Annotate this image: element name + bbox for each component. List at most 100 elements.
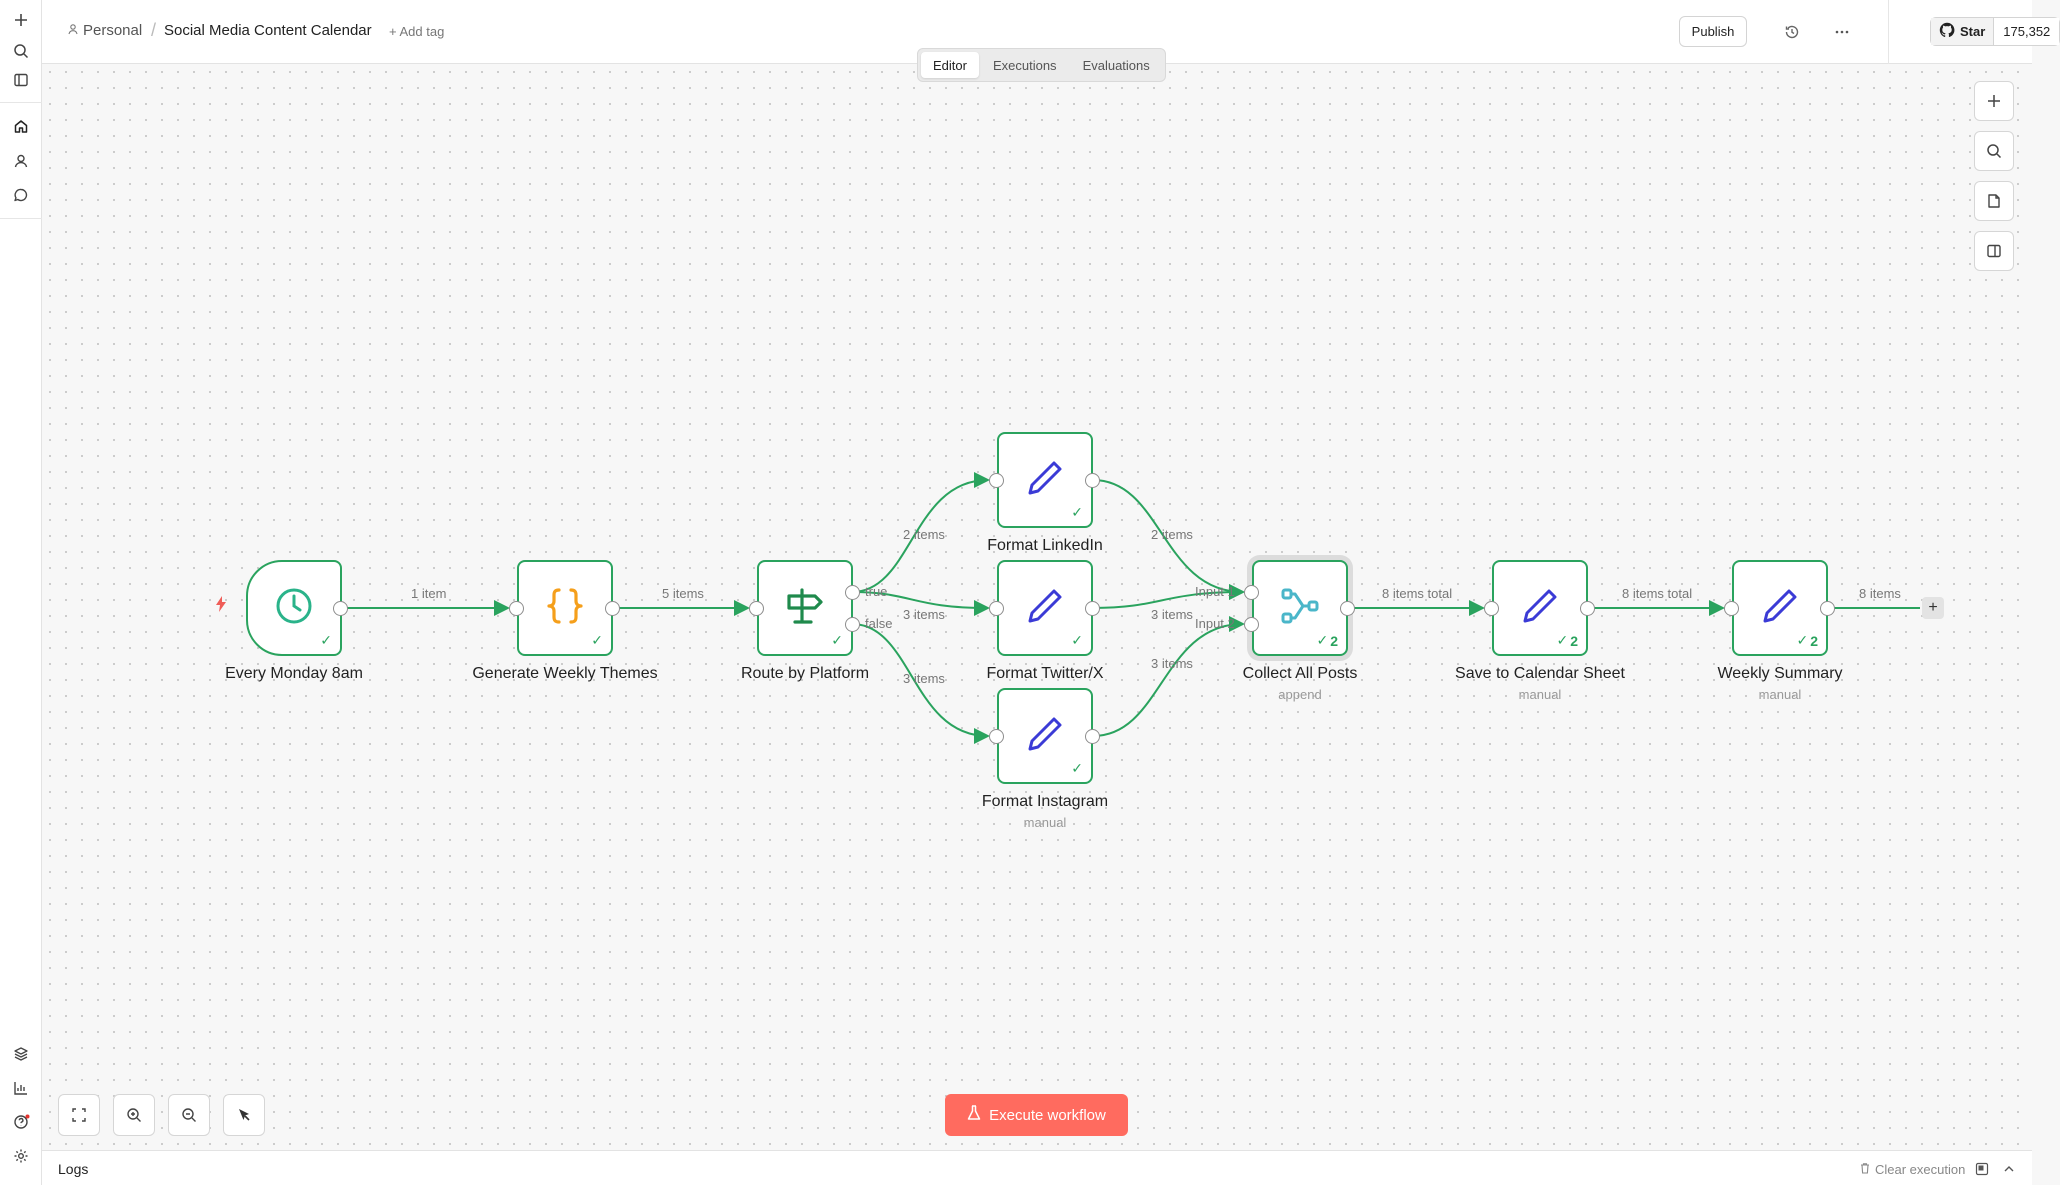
node-weekly-summary[interactable]: ✓ 2 xyxy=(1732,560,1828,656)
node-route-platform[interactable]: ✓ xyxy=(757,560,853,656)
left-sidebar xyxy=(0,0,42,1185)
github-icon xyxy=(1939,22,1955,41)
edge-label: 1 item xyxy=(411,586,447,601)
wire-route-twitter[interactable] xyxy=(851,591,990,616)
add-node-button[interactable]: + xyxy=(1922,597,1944,619)
chat-icon[interactable] xyxy=(8,182,34,208)
connection-wires xyxy=(340,472,1920,744)
header-divider xyxy=(1888,0,1889,64)
insights-icon[interactable] xyxy=(8,1075,34,1101)
node-format-twitter[interactable]: ✓ xyxy=(997,560,1093,656)
node-label: Format LinkedIn xyxy=(987,537,1103,554)
execute-workflow-button[interactable]: Execute workflow xyxy=(945,1094,1128,1136)
run-count: 2 xyxy=(1570,632,1578,649)
trigger-bolt-icon xyxy=(214,595,228,618)
node-label: Save to Calendar Sheet xyxy=(1455,665,1625,682)
success-check-icon: ✓ xyxy=(1071,760,1083,776)
side-panel-icon[interactable] xyxy=(1974,231,2014,271)
wire-instagram-collect[interactable] xyxy=(1092,616,1245,737)
edge-label: 3 items xyxy=(903,671,945,686)
node-subtitle: append xyxy=(1278,687,1322,702)
add-tag-button[interactable]: + Add tag xyxy=(389,24,445,39)
node-format-linkedin[interactable]: ✓ xyxy=(997,432,1093,528)
output-handle[interactable] xyxy=(1085,473,1100,488)
settings-gear-icon[interactable] xyxy=(8,1143,34,1169)
input-handle[interactable] xyxy=(509,601,524,616)
pen-icon xyxy=(1759,585,1801,632)
output-handle[interactable] xyxy=(1580,601,1595,616)
edge-label: 8 items total xyxy=(1382,586,1453,601)
github-star-count[interactable]: 175,352 xyxy=(1994,18,2060,45)
search-nodes-icon[interactable] xyxy=(1974,131,2014,171)
wire-twitter-collect[interactable] xyxy=(1092,584,1245,609)
logs-bar: Logs Clear execution xyxy=(42,1150,2032,1185)
node-label: Collect All Posts xyxy=(1242,665,1358,682)
node-format-instagram[interactable]: ✓ xyxy=(997,688,1093,784)
edge-label: 3 items xyxy=(1151,656,1193,671)
success-check-icon: ✓ 2 xyxy=(1316,632,1338,649)
workflow-canvas[interactable]: ✓ Every Monday 8am ✓ Generate Weekly The… xyxy=(42,64,2032,1150)
wire-route-instagram[interactable] xyxy=(851,623,990,744)
templates-icon[interactable] xyxy=(8,1041,34,1067)
node-generate-themes[interactable]: ✓ xyxy=(517,560,613,656)
node-subtitle: manual xyxy=(1758,687,1802,702)
code-braces-icon xyxy=(543,584,587,633)
github-star-button[interactable]: Star xyxy=(1931,18,1995,45)
zoom-in-icon[interactable] xyxy=(113,1094,155,1136)
clear-execution-button[interactable]: Clear execution xyxy=(1859,1162,1965,1177)
input-handle[interactable] xyxy=(1724,601,1739,616)
input-handle-1[interactable] xyxy=(1244,585,1259,600)
output-handle[interactable] xyxy=(1085,601,1100,616)
success-check-icon: ✓ xyxy=(831,632,843,648)
input-handle[interactable] xyxy=(1484,601,1499,616)
help-icon[interactable] xyxy=(8,1109,34,1135)
node-label: Generate Weekly Themes xyxy=(472,665,658,682)
output-handle-true[interactable] xyxy=(845,585,860,600)
zoom-out-icon[interactable] xyxy=(168,1094,210,1136)
chevron-up-icon[interactable] xyxy=(2001,1161,2017,1177)
home-icon[interactable] xyxy=(8,113,34,139)
output-handle[interactable] xyxy=(605,601,620,616)
success-check-icon: ✓ 2 xyxy=(1556,632,1578,649)
wire-linkedin-collect[interactable] xyxy=(1092,479,1245,600)
plus-icon[interactable] xyxy=(8,7,34,33)
pointer-tool-icon[interactable] xyxy=(223,1094,265,1136)
wire-route-linkedin[interactable] xyxy=(851,472,990,593)
output-handle[interactable] xyxy=(1820,601,1835,616)
edge-label: false xyxy=(865,616,893,631)
node-label: Weekly Summary xyxy=(1717,665,1843,682)
output-handle[interactable] xyxy=(1085,729,1100,744)
output-handle[interactable] xyxy=(333,601,348,616)
output-handle-false[interactable] xyxy=(845,617,860,632)
fit-view-icon[interactable] xyxy=(58,1094,100,1136)
workflow-title[interactable]: Social Media Content Calendar xyxy=(164,22,372,39)
clock-icon xyxy=(273,585,315,632)
merge-icon xyxy=(1278,584,1322,633)
panel-toggle-icon[interactable] xyxy=(8,67,34,93)
tab-executions[interactable]: Executions xyxy=(992,57,1057,73)
publish-button[interactable]: Publish xyxy=(1679,16,1747,47)
breadcrumb-owner[interactable]: Personal xyxy=(67,22,142,39)
node-every-monday[interactable]: ✓ xyxy=(246,560,342,656)
input-handle[interactable] xyxy=(989,729,1004,744)
input-handle[interactable] xyxy=(989,473,1004,488)
clear-execution-label: Clear execution xyxy=(1875,1162,1966,1177)
search-icon[interactable] xyxy=(8,38,34,64)
history-icon[interactable] xyxy=(1778,18,1806,46)
node-save-calendar[interactable]: ✓ 2 xyxy=(1492,560,1588,656)
logs-toggle[interactable]: Logs xyxy=(58,1161,89,1177)
input-handle[interactable] xyxy=(749,601,764,616)
tab-evaluations[interactable]: Evaluations xyxy=(1082,57,1150,73)
input-handle-2[interactable] xyxy=(1244,617,1259,632)
pen-icon xyxy=(1024,713,1066,760)
edge-label: 2 items xyxy=(903,527,945,542)
sticky-note-icon[interactable] xyxy=(1974,181,2014,221)
user-icon[interactable] xyxy=(8,148,34,174)
input-handle[interactable] xyxy=(989,601,1004,616)
more-options-icon[interactable] xyxy=(1828,18,1856,46)
pop-out-icon[interactable] xyxy=(1974,1161,1990,1177)
add-node-icon[interactable] xyxy=(1974,81,2014,121)
output-handle[interactable] xyxy=(1340,601,1355,616)
tab-editor[interactable]: Editor xyxy=(921,52,979,78)
node-collect-posts[interactable]: ✓ 2 xyxy=(1252,560,1348,656)
